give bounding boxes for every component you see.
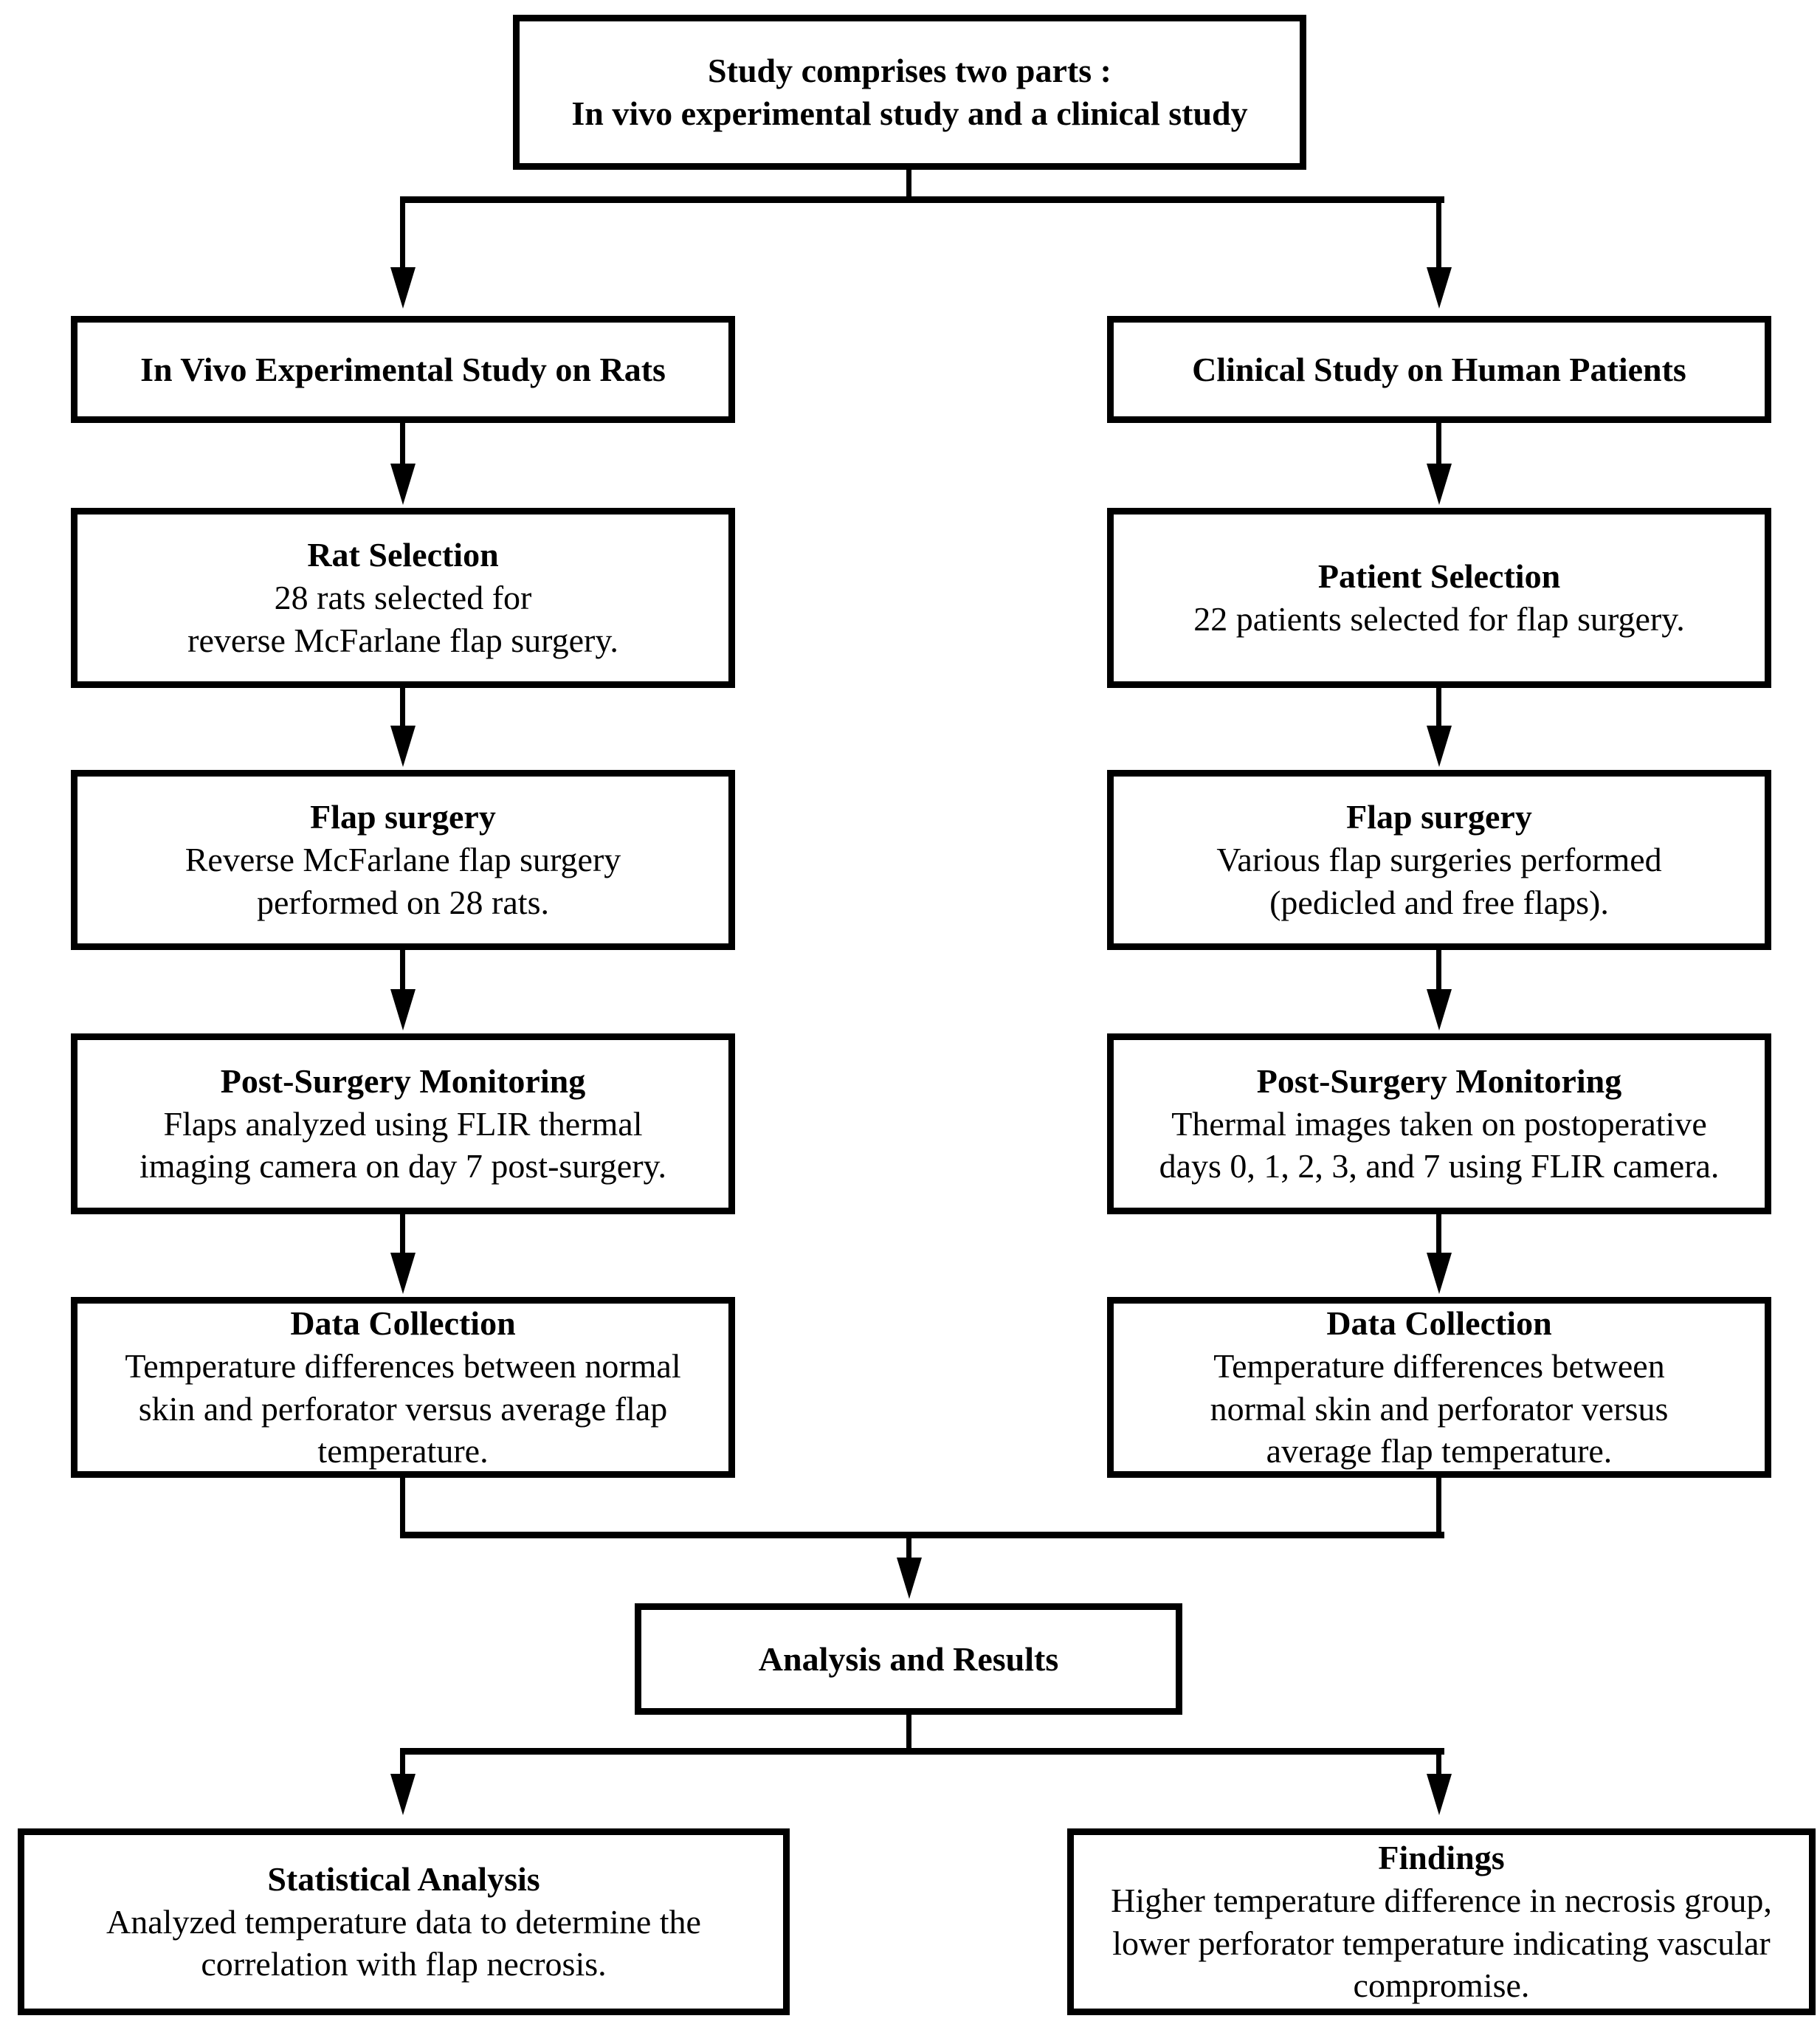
arrow-down-icon: [1427, 267, 1452, 309]
step-title: Flap surgery: [1346, 798, 1532, 836]
analysis-box: Analysis and Results: [635, 1603, 1182, 1715]
step-title: Flap surgery: [310, 798, 496, 836]
connector-left-4: [400, 1214, 405, 1254]
step-box-patient-monitoring: Post-Surgery Monitoring Thermal images t…: [1107, 1033, 1771, 1214]
step-body: 28 rats selected for reverse McFarlane f…: [187, 579, 618, 659]
right-branch-header-box: Clinical Study on Human Patients: [1107, 316, 1771, 423]
outcome-body: Analyzed temperature data to determine t…: [106, 1902, 701, 1983]
left-branch-header-box: In Vivo Experimental Study on Rats: [71, 316, 735, 423]
step-title: Data Collection: [1326, 1304, 1552, 1342]
outcome-body: Higher temperature difference in necrosi…: [1111, 1881, 1772, 2005]
connector-split-right: [1436, 1755, 1441, 1775]
step-box-rat-data-collection: Data Collection Temperature differences …: [71, 1297, 735, 1478]
connector-root-stem: [906, 170, 911, 199]
step-box-rat-monitoring: Post-Surgery Monitoring Flaps analyzed u…: [71, 1033, 735, 1214]
connector-root-left-drop: [400, 199, 405, 267]
arrow-down-icon: [1427, 1774, 1452, 1815]
connector-right-1: [1436, 423, 1441, 465]
statistical-analysis-box: Statistical Analysis Analyzed temperatur…: [18, 1828, 790, 2015]
step-body: Various flap surgeries performed (pedicl…: [1216, 841, 1662, 921]
arrow-down-icon: [1427, 464, 1452, 505]
root-title: Study comprises two parts : In vivo expe…: [571, 52, 1248, 132]
connector-merge-right: [1436, 1478, 1441, 1538]
left-branch-header-title: In Vivo Experimental Study on Rats: [140, 350, 666, 388]
connector-left-1: [400, 423, 405, 465]
step-box-rat-selection: Rat Selection 28 rats selected for rever…: [71, 508, 735, 688]
step-title: Post-Surgery Monitoring: [220, 1061, 586, 1100]
step-body: Reverse McFarlane flap surgery performed…: [185, 841, 621, 921]
arrow-down-icon: [1427, 1253, 1452, 1294]
connector-root-bar: [400, 196, 1444, 203]
connector-merge-left: [400, 1478, 405, 1538]
connector-merge-bar: [400, 1532, 1444, 1538]
step-title: Rat Selection: [307, 536, 499, 574]
connector-merge-stem: [906, 1538, 911, 1559]
arrow-down-icon: [390, 267, 416, 309]
arrow-down-icon: [1427, 989, 1452, 1030]
connector-right-4: [1436, 1214, 1441, 1254]
connector-root-right-drop: [1436, 199, 1441, 267]
root-box: Study comprises two parts : In vivo expe…: [513, 15, 1306, 170]
step-box-patient-selection: Patient Selection 22 patients selected f…: [1107, 508, 1771, 688]
connector-right-2: [1436, 688, 1441, 727]
outcome-title: Findings: [1378, 1838, 1505, 1876]
arrow-down-icon: [390, 1253, 416, 1294]
right-branch-header-title: Clinical Study on Human Patients: [1192, 350, 1686, 388]
findings-box: Findings Higher temperature difference i…: [1067, 1828, 1816, 2015]
step-title: Data Collection: [290, 1304, 516, 1342]
step-box-patient-data-collection: Data Collection Temperature differences …: [1107, 1297, 1771, 1478]
connector-split-stem: [906, 1715, 911, 1751]
connector-left-2: [400, 688, 405, 727]
connector-right-3: [1436, 950, 1441, 991]
step-box-rat-flap-surgery: Flap surgery Reverse McFarlane flap surg…: [71, 770, 735, 950]
step-body: Temperature differences between normal s…: [125, 1346, 681, 1470]
step-body: Thermal images taken on postoperative da…: [1159, 1104, 1720, 1185]
outcome-title: Statistical Analysis: [267, 1859, 540, 1898]
arrow-down-icon: [1427, 726, 1452, 767]
arrow-down-icon: [390, 1774, 416, 1815]
step-body: Temperature differences between normal s…: [1210, 1346, 1669, 1470]
arrow-down-icon: [390, 464, 416, 505]
arrow-down-icon: [390, 989, 416, 1030]
connector-split-left: [400, 1755, 405, 1775]
step-box-patient-flap-surgery: Flap surgery Various flap surgeries perf…: [1107, 770, 1771, 950]
connector-left-3: [400, 950, 405, 991]
step-body: 22 patients selected for flap surgery.: [1193, 600, 1685, 638]
arrow-down-icon: [390, 726, 416, 767]
analysis-title: Analysis and Results: [758, 1639, 1059, 1678]
step-body: Flaps analyzed using FLIR thermal imagin…: [139, 1104, 667, 1185]
step-title: Patient Selection: [1317, 557, 1561, 596]
step-title: Post-Surgery Monitoring: [1256, 1061, 1622, 1100]
connector-split-bar: [400, 1748, 1444, 1755]
arrow-down-icon: [897, 1558, 922, 1599]
